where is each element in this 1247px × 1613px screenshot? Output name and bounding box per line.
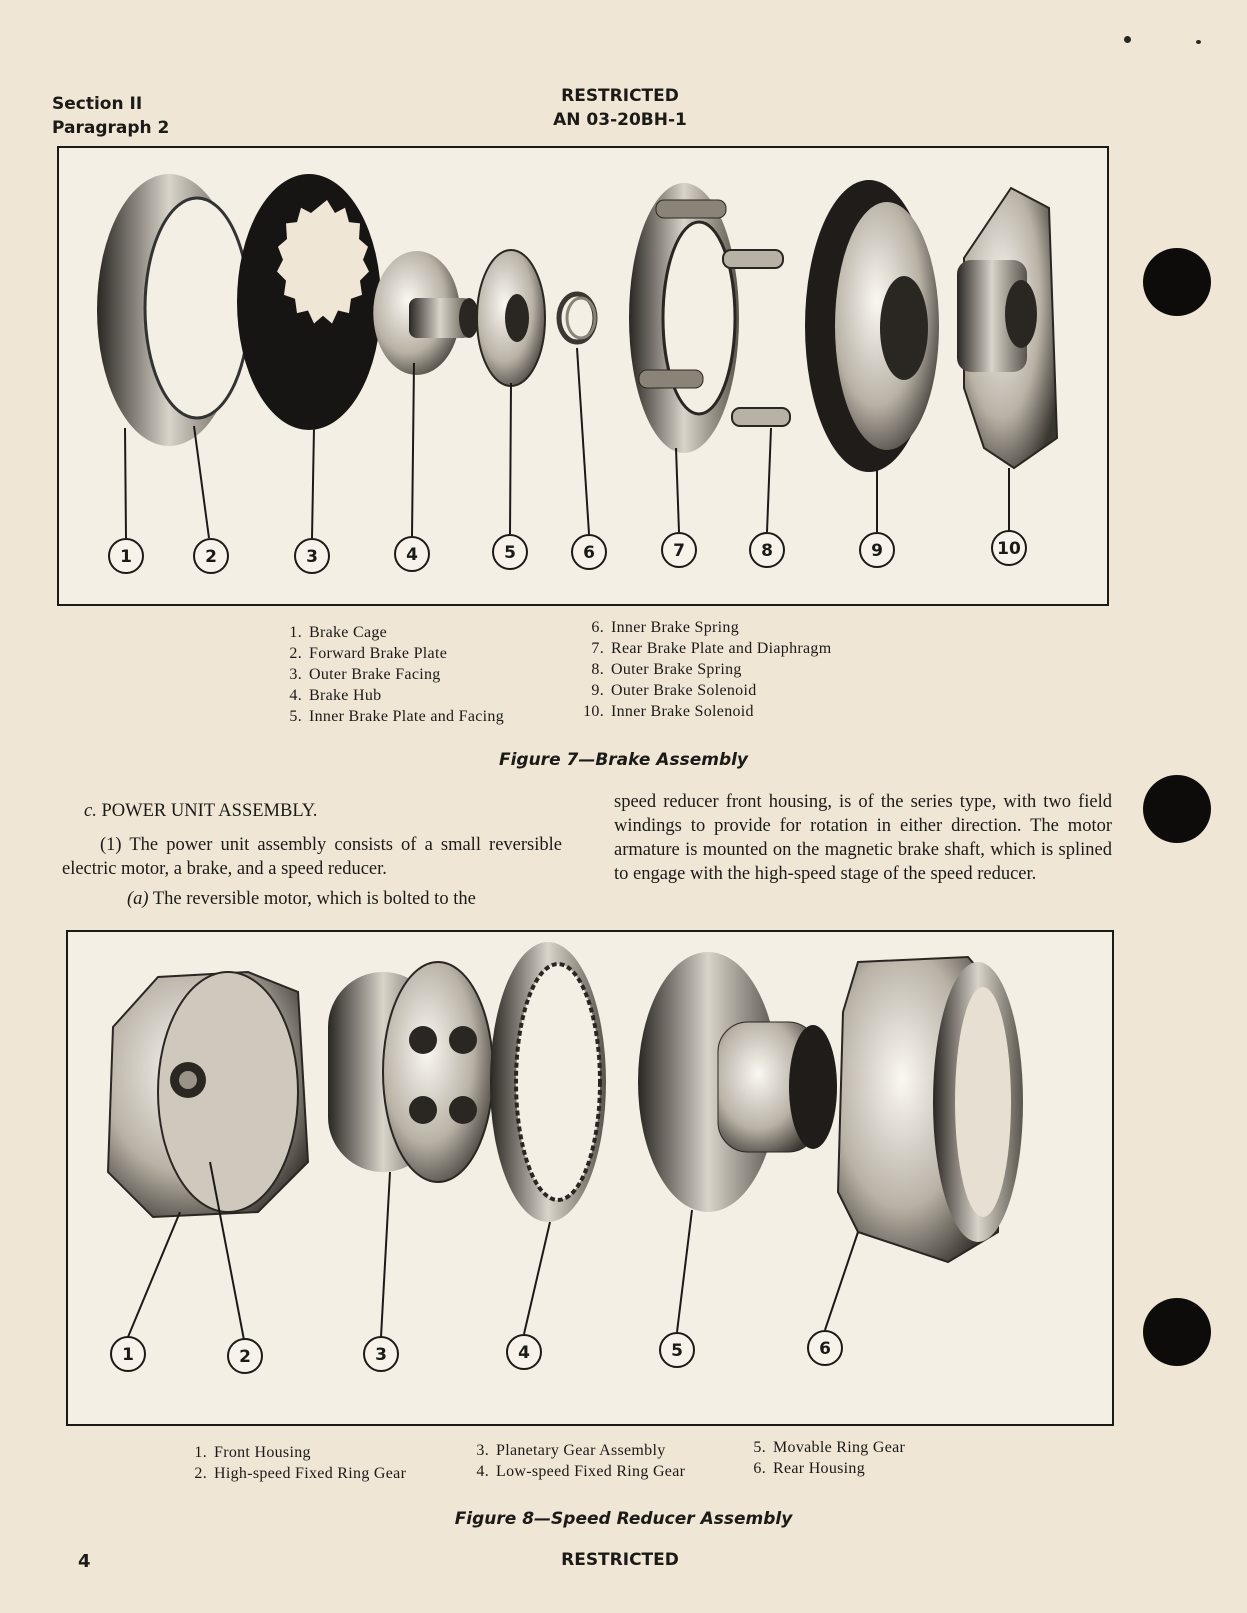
- legend-item: 6.Inner Brake Spring: [591, 619, 740, 636]
- svg-text:3: 3: [375, 1345, 387, 1365]
- legend-item: 7.Rear Brake Plate and Diaphragm: [591, 640, 832, 657]
- paragraph-2: (a) The reversible motor, which is bolte…: [127, 889, 476, 909]
- figure-8-legend-col2: 3.Planetary Gear Assembly 4.Low-speed Fi…: [465, 1440, 685, 1482]
- figure-7-legend-left: 1.Brake Cage 2.Forward Brake Plate 3.Out…: [278, 622, 504, 727]
- legend-item: 10.Inner Brake Solenoid: [583, 703, 754, 720]
- callout-5: 5: [659, 1332, 695, 1368]
- svg-text:8: 8: [761, 541, 773, 561]
- binder-hole-bottom: [1143, 1298, 1211, 1366]
- callout-6: 6: [807, 1330, 843, 1366]
- rear-housing-part: [836, 955, 1023, 1264]
- figure-8-caption: Figure 8—Speed Reducer Assembly: [454, 1509, 793, 1529]
- binder-hole-middle: [1143, 775, 1211, 843]
- callout-1: 1: [110, 1336, 146, 1372]
- figure-7-frame: 1 2 3 4 5 6 7 8 9 10: [57, 146, 1109, 606]
- outer-brake-spring-part: [722, 249, 791, 427]
- rear-brake-plate-part: [629, 183, 739, 453]
- outer-brake-solenoid-part: [805, 180, 939, 472]
- callout-4: 4: [506, 1334, 542, 1370]
- svg-text:2: 2: [205, 547, 217, 567]
- figure-8-legend-col3: 5.Movable Ring Gear 6.Rear Housing: [742, 1437, 905, 1479]
- callout-3: 3: [294, 538, 330, 574]
- front-housing-part: [106, 970, 310, 1219]
- paragraph-2-continued: speed reducer front housing, is of the s…: [614, 792, 1112, 884]
- brake-cage-part: [97, 174, 251, 446]
- callout-8: 8: [749, 532, 785, 568]
- svg-text:4: 4: [518, 1343, 530, 1363]
- text-column-right: speed reducer front housing, is of the s…: [614, 790, 1112, 886]
- svg-text:5: 5: [671, 1341, 683, 1361]
- svg-text:2: 2: [239, 1347, 251, 1367]
- svg-text:7: 7: [673, 541, 685, 561]
- svg-text:1: 1: [122, 1345, 134, 1365]
- figure-8-callouts: 1 2 3 4 5 6: [110, 1330, 843, 1374]
- legend-item: 5.Movable Ring Gear: [753, 1439, 906, 1456]
- callout-4: 4: [394, 536, 430, 572]
- svg-text:6: 6: [583, 543, 595, 563]
- legend-item: 5.Inner Brake Plate and Facing: [289, 708, 505, 725]
- page-number: 4: [78, 1551, 91, 1572]
- paper-speck: [1124, 36, 1131, 43]
- legend-item: 4.Low-speed Fixed Ring Gear: [476, 1463, 686, 1480]
- legend-item: 1.Front Housing: [194, 1444, 311, 1461]
- classification-bottom: RESTRICTED: [561, 1550, 679, 1570]
- callout-1: 1: [108, 538, 144, 574]
- callout-10: 10: [991, 530, 1027, 566]
- paragraph-2-label: (a): [127, 889, 149, 909]
- svg-text:10: 10: [997, 539, 1021, 559]
- inner-brake-spring-part: [556, 291, 598, 345]
- legend-item: 2.High-speed Fixed Ring Gear: [194, 1465, 407, 1482]
- svg-text:5: 5: [504, 543, 516, 563]
- inner-brake-solenoid-part: [957, 186, 1059, 470]
- svg-text:6: 6: [819, 1339, 831, 1359]
- speed-reducer-illustration: [106, 942, 1023, 1341]
- section-label: Section II: [52, 94, 143, 114]
- low-speed-ring-gear-part: [490, 942, 606, 1222]
- section-heading: c. POWER UNIT ASSEMBLY.: [62, 799, 562, 823]
- paragraph-label: Paragraph 2: [52, 118, 170, 138]
- text-column-left: c. POWER UNIT ASSEMBLY. (1) The power un…: [62, 799, 562, 911]
- document-number: AN 03-20BH-1: [553, 110, 687, 130]
- svg-text:1: 1: [120, 547, 132, 567]
- figure-7-callouts: 1 2 3 4 5 6 7 8 9 10: [108, 530, 1027, 574]
- legend-item: 6.Rear Housing: [753, 1460, 866, 1477]
- document-header: RESTRICTED AN 03-20BH-1: [490, 84, 750, 132]
- callout-2: 2: [227, 1338, 263, 1374]
- legend-item: 9.Outer Brake Solenoid: [591, 682, 757, 699]
- figure-7-legend-right: 6.Inner Brake Spring 7.Rear Brake Plate …: [580, 617, 831, 722]
- callout-7: 7: [661, 532, 697, 568]
- svg-text:3: 3: [306, 547, 318, 567]
- movable-ring-gear-part: [638, 952, 837, 1212]
- section-paragraph-label: Section II Paragraph 2: [52, 92, 169, 140]
- legend-item: 3.Planetary Gear Assembly: [476, 1442, 666, 1459]
- classification-top: RESTRICTED: [561, 86, 679, 106]
- paragraph-1: (1) The power unit assembly consists of …: [62, 835, 562, 879]
- heading-text: POWER UNIT ASSEMBLY.: [101, 801, 318, 821]
- outer-brake-facing-part: [237, 174, 381, 430]
- callout-2: 2: [193, 538, 229, 574]
- legend-item: 4.Brake Hub: [289, 687, 382, 704]
- heading-letter: c.: [84, 801, 97, 821]
- callout-3: 3: [363, 1336, 399, 1372]
- inner-brake-plate-part: [476, 249, 546, 387]
- legend-item: 3.Outer Brake Facing: [289, 666, 441, 683]
- figure-8-frame: 1 2 3 4 5 6: [66, 930, 1114, 1426]
- legend-item: 2.Forward Brake Plate: [289, 645, 448, 662]
- brake-hub-part: [373, 251, 479, 375]
- figure-8-legend-col1: 1.Front Housing 2.High-speed Fixed Ring …: [183, 1442, 406, 1484]
- svg-text:9: 9: [871, 541, 883, 561]
- legend-item: 8.Outer Brake Spring: [591, 661, 742, 678]
- legend-item: 1.Brake Cage: [289, 624, 388, 641]
- callout-6: 6: [571, 534, 607, 570]
- svg-text:4: 4: [406, 545, 418, 565]
- callout-9: 9: [859, 532, 895, 568]
- planetary-gear-part: [328, 961, 494, 1183]
- paper-speck: [1196, 40, 1201, 44]
- figure-7-caption: Figure 7—Brake Assembly: [498, 750, 749, 770]
- callout-5: 5: [492, 534, 528, 570]
- brake-assembly-illustration: [97, 174, 1059, 539]
- binder-hole-top: [1143, 248, 1211, 316]
